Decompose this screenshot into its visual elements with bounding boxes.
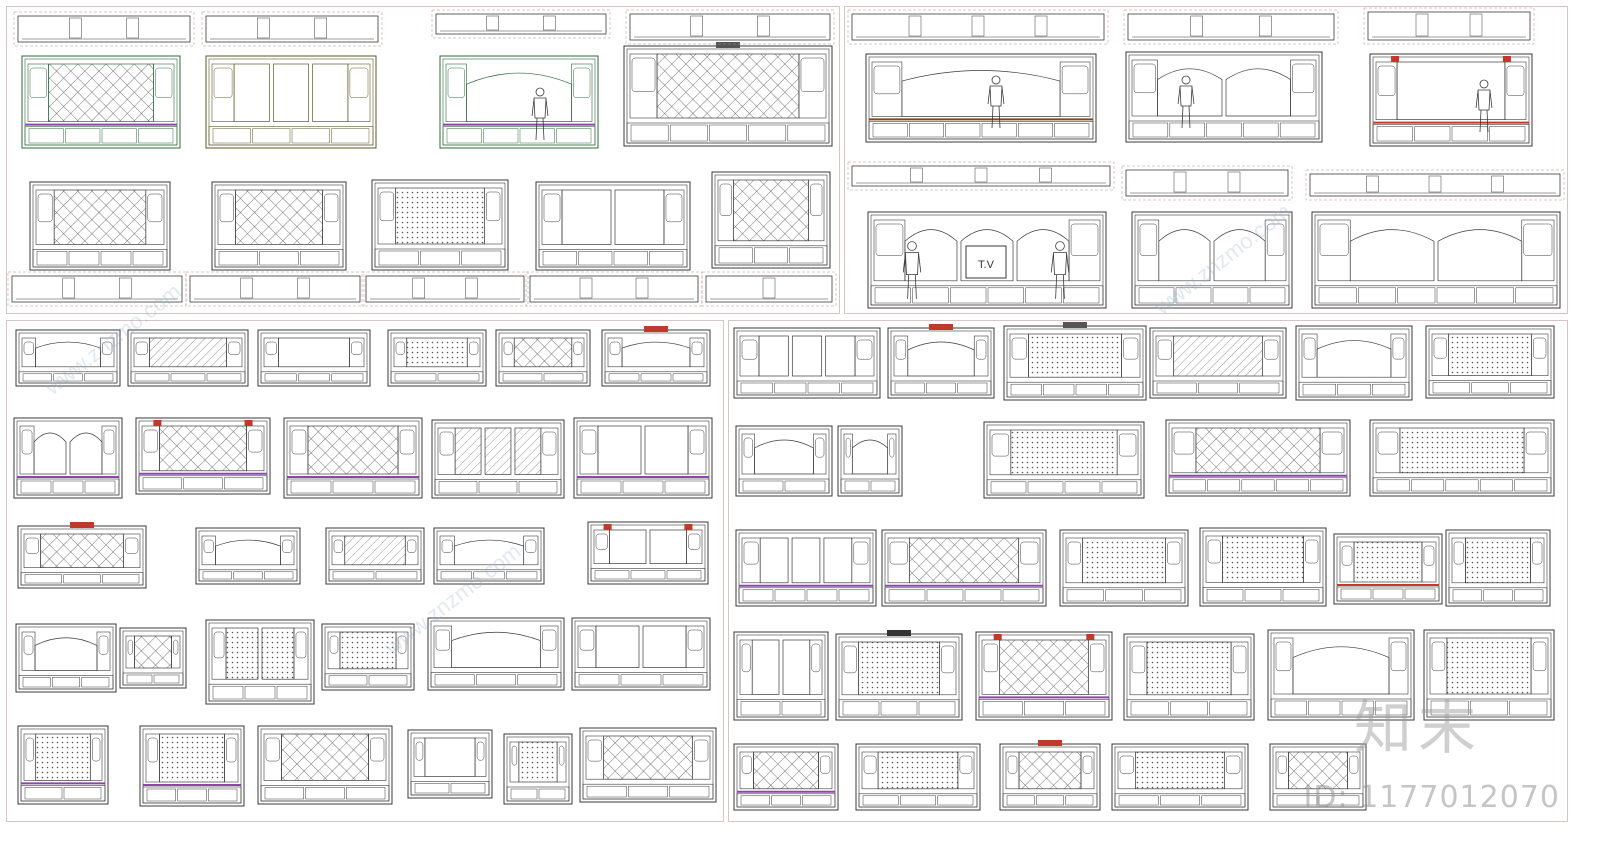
wall-elevation — [867, 211, 1107, 309]
wall-elevation — [17, 522, 147, 589]
wall-elevation — [321, 623, 415, 691]
ceiling-section-strip — [1121, 165, 1293, 201]
wall-elevation — [21, 55, 181, 149]
wall-elevation — [17, 725, 109, 805]
wall-elevation — [257, 329, 371, 387]
wall-elevation — [999, 740, 1101, 811]
ceiling-section-strip — [361, 271, 529, 307]
wall-elevation — [1199, 527, 1327, 607]
wall-elevation — [15, 329, 121, 387]
tv-label: T.V — [978, 259, 995, 271]
wall-elevation — [495, 329, 591, 387]
wall-elevation — [535, 181, 691, 271]
ceiling-section-strip — [625, 9, 835, 45]
wall-elevation — [1131, 211, 1293, 309]
sheet-top-right — [844, 6, 1568, 314]
human-scale-figure — [1177, 75, 1195, 129]
wall-elevation — [1059, 529, 1189, 607]
wall-elevation — [433, 527, 545, 585]
wall-elevation — [855, 743, 981, 811]
wall-elevation — [975, 631, 1113, 721]
ceiling-section-strip — [847, 161, 1115, 191]
wall-elevation — [195, 527, 301, 585]
ceiling-section-strip — [701, 271, 837, 307]
wall-elevation — [733, 631, 829, 721]
wall-elevation — [735, 529, 877, 607]
wall-elevation — [733, 327, 881, 399]
wall-elevation — [139, 725, 245, 807]
ceiling-section-strip — [13, 11, 195, 47]
wall-elevation — [623, 42, 833, 147]
wall-elevation — [205, 55, 377, 149]
wall-elevation — [503, 733, 573, 805]
wall-elevation — [15, 623, 117, 693]
wall-elevation — [1111, 743, 1249, 811]
wall-elevation — [865, 53, 1097, 143]
wall-elevation — [1423, 629, 1555, 721]
wall-elevation — [573, 417, 713, 499]
ceiling-section-strip — [847, 9, 1109, 45]
wall-elevation — [257, 725, 393, 805]
wall-elevation — [387, 329, 487, 387]
wall-elevation — [837, 425, 903, 497]
wall-elevation — [1333, 533, 1443, 605]
wall-elevation — [1311, 211, 1561, 309]
wall-elevation — [601, 326, 711, 387]
human-scale-figure — [902, 241, 922, 299]
wall-elevation — [29, 181, 171, 271]
wall-elevation — [1369, 419, 1555, 497]
wall-elevation — [1003, 322, 1147, 401]
wall-elevation — [211, 181, 347, 271]
wall-elevation — [587, 521, 709, 585]
wall-elevation — [1445, 529, 1551, 607]
wall-elevation — [427, 617, 565, 691]
wall-elevation — [127, 329, 249, 387]
wall-elevation — [325, 527, 425, 585]
wall-elevation — [205, 619, 315, 705]
wall-elevation — [711, 171, 831, 269]
ceiling-section-strip — [1305, 169, 1565, 201]
wall-elevation — [431, 419, 565, 499]
wall-elevation — [983, 421, 1145, 499]
wall-elevation — [733, 743, 839, 811]
wall-elevation — [13, 417, 123, 499]
wall-elevation — [1369, 53, 1533, 147]
wall-elevation — [1267, 629, 1415, 721]
ceiling-section-strip — [431, 9, 611, 39]
human-scale-figure — [1475, 79, 1493, 133]
human-scale-figure — [987, 75, 1005, 129]
wall-elevation — [1165, 419, 1351, 497]
tv-box — [965, 245, 1007, 279]
ceiling-section-strip — [201, 11, 383, 47]
ceiling-section-strip — [185, 271, 365, 307]
wall-elevation — [283, 417, 423, 499]
wall-elevation — [579, 727, 717, 803]
wall-elevation — [407, 729, 493, 799]
human-scale-figure — [531, 87, 549, 141]
wall-elevation — [1123, 633, 1255, 721]
ceiling-section-strip — [1123, 9, 1339, 45]
wall-elevation — [135, 417, 271, 495]
wall-elevation — [119, 627, 187, 689]
wall-elevation — [887, 324, 995, 399]
human-scale-figure — [1050, 241, 1070, 299]
wall-elevation — [1269, 743, 1367, 811]
wall-elevation — [735, 425, 833, 497]
wall-elevation — [371, 179, 509, 271]
wall-elevation — [1425, 325, 1555, 399]
wall-elevation — [1295, 325, 1413, 401]
wall-elevation — [571, 617, 711, 691]
wall-elevation — [835, 630, 963, 721]
ceiling-section-strip — [1363, 7, 1535, 45]
wall-elevation — [881, 529, 1047, 607]
wall-elevation — [1125, 51, 1323, 143]
ceiling-section-strip — [525, 271, 703, 307]
wall-elevation — [439, 55, 599, 149]
wall-elevation — [1149, 327, 1287, 399]
